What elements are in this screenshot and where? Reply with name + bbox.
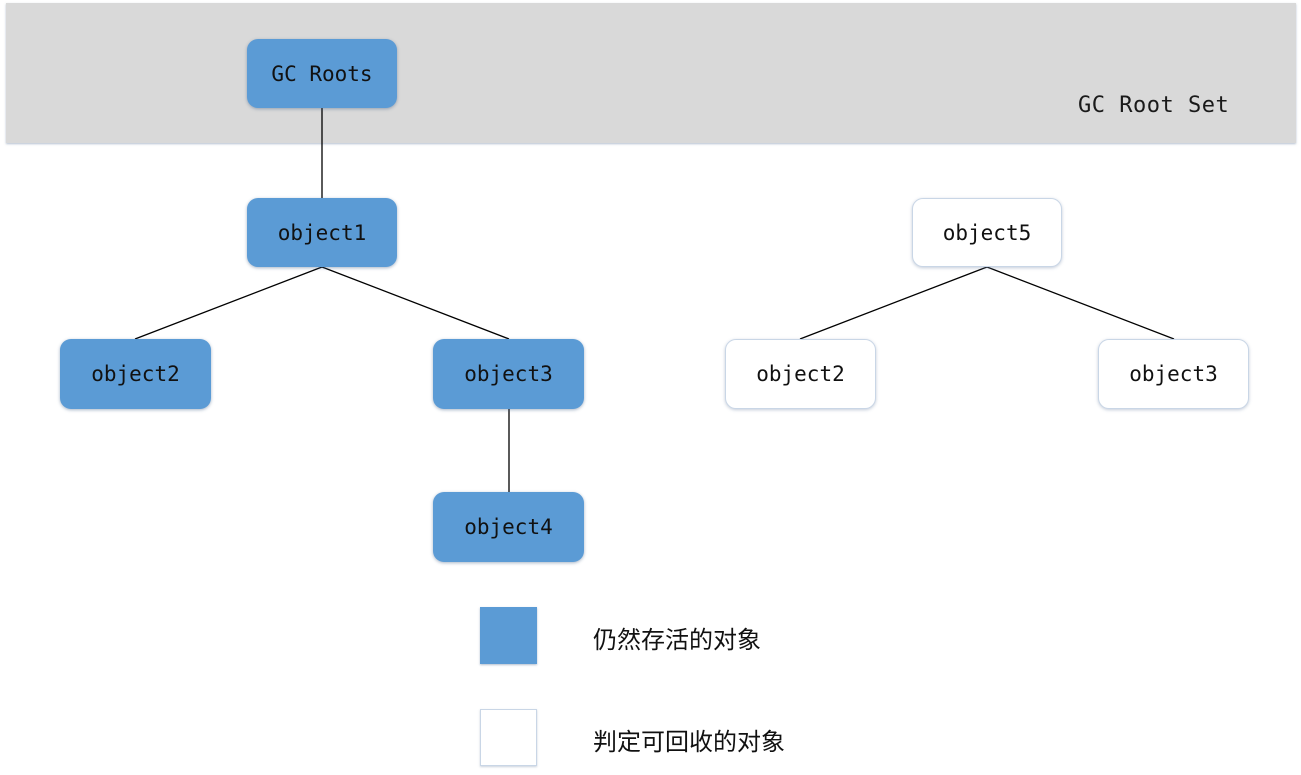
gc-root-set-label: GC Root Set — [1078, 93, 1230, 118]
edge-object5-object2 — [799, 266, 988, 340]
live-object1-node: object1 — [247, 198, 397, 267]
dead-object5-node: object5 — [912, 198, 1062, 267]
legend-dead-label: 判定可回收的对象 — [593, 728, 785, 756]
legend-live-swatch — [480, 607, 537, 664]
legend-dead-swatch — [480, 709, 537, 766]
dead-object2-node: object2 — [725, 339, 876, 409]
gc-root-set-region — [6, 3, 1296, 143]
edge-object1-object2 — [134, 266, 323, 340]
edge-object1-object3 — [321, 266, 510, 340]
live-object3-node: object3 — [433, 339, 584, 409]
dead-object3-node: object3 — [1098, 339, 1249, 409]
gc-roots-node: GC Roots — [247, 39, 397, 108]
legend-live-label: 仍然存活的对象 — [593, 626, 761, 654]
live-object4-node: object4 — [433, 492, 584, 562]
live-object2-node: object2 — [60, 339, 211, 409]
edge-object5-object3 — [986, 266, 1175, 340]
